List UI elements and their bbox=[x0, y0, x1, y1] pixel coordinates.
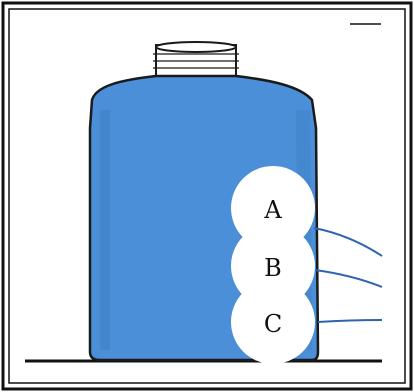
jet-c bbox=[318, 320, 382, 322]
point-c-label: C bbox=[264, 310, 282, 338]
point-b-label: B bbox=[264, 254, 282, 282]
point-a-label: A bbox=[263, 196, 282, 224]
jet-b bbox=[315, 270, 382, 287]
bottle-neck bbox=[153, 42, 239, 76]
bottle-shading bbox=[100, 110, 110, 350]
jet-a bbox=[314, 228, 382, 256]
